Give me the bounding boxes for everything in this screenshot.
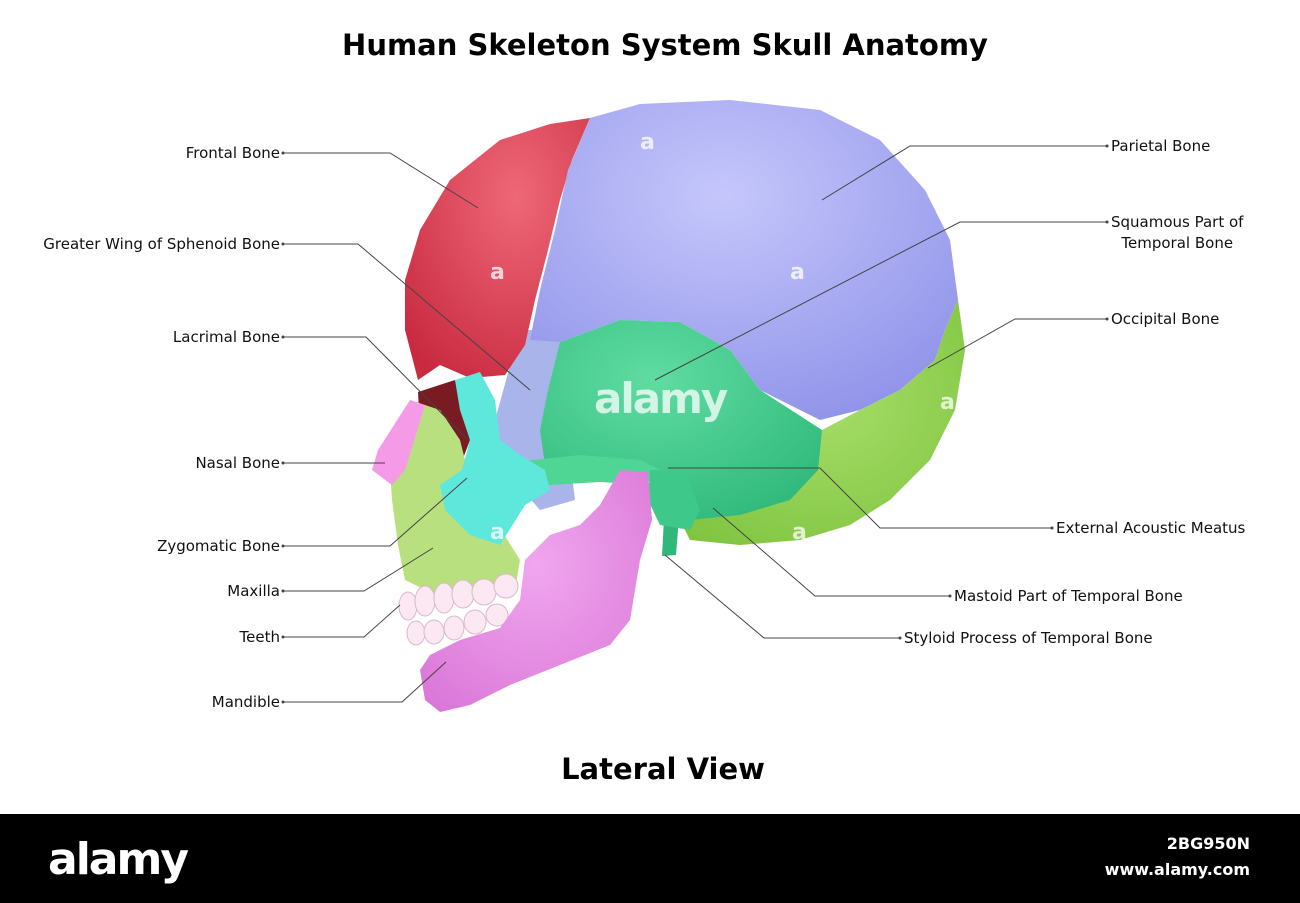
label-mandible: Mandible xyxy=(211,693,280,711)
nasal-bone xyxy=(372,400,425,485)
label-zygomatic-bone: Zygomatic Bone xyxy=(157,537,280,555)
leader-squamous xyxy=(654,221,1107,381)
footer-site: www.alamy.com xyxy=(1104,860,1250,879)
leader-maxilla xyxy=(283,547,434,592)
label-mastoid-temporal: Mastoid Part of Temporal Bone xyxy=(954,587,1183,605)
watermark-small-5: a xyxy=(490,520,505,545)
parietal-bone xyxy=(530,100,958,420)
zygomatic-bone xyxy=(440,372,550,545)
diagram-title: Human Skeleton System Skull Anatomy xyxy=(342,28,988,62)
leader-lines-left xyxy=(283,152,531,703)
frontal-bone xyxy=(405,118,590,380)
watermark-small-3: a xyxy=(790,260,805,285)
watermark-small-1: a xyxy=(640,130,655,155)
label-teeth: Teeth xyxy=(239,628,280,646)
label-occipital-bone: Occipital Bone xyxy=(1111,310,1220,328)
label-styloid-temporal: Styloid Process of Temporal Bone xyxy=(904,629,1153,647)
leader-styloid xyxy=(664,554,900,639)
watermark-center: alamy xyxy=(594,374,728,423)
occipital-bone xyxy=(680,300,965,545)
teeth xyxy=(398,573,519,646)
label-nasal-bone: Nasal Bone xyxy=(195,454,280,472)
view-caption: Lateral View xyxy=(561,752,765,786)
label-parietal-bone: Parietal Bone xyxy=(1111,137,1211,155)
label-external-acoustic-meatus: External Acoustic Meatus xyxy=(1056,519,1246,537)
leader-parietal xyxy=(821,145,1107,201)
leader-acoustic xyxy=(668,467,1052,529)
footer-logo: alamy xyxy=(48,834,189,885)
leader-frontal xyxy=(283,152,479,209)
label-frontal-bone: Frontal Bone xyxy=(185,144,280,162)
label-maxilla: Maxilla xyxy=(227,582,280,600)
temporal-bone xyxy=(540,320,822,520)
label-squamous-temporal: Squamous Part of Temporal Bone xyxy=(1111,213,1244,252)
watermark-footer: alamy 2BG950N www.alamy.com xyxy=(0,814,1300,903)
leader-occipital xyxy=(927,318,1107,369)
leader-sphenoid xyxy=(283,243,531,391)
footer-image-id: 2BG950N xyxy=(1166,834,1250,853)
mandible-bone xyxy=(420,470,652,712)
leader-teeth xyxy=(283,604,401,638)
leader-lines-right xyxy=(654,145,1107,639)
leader-lacrimal xyxy=(283,336,469,441)
label-lacrimal-bone: Lacrimal Bone xyxy=(172,328,280,346)
mastoid-process xyxy=(648,470,700,530)
leader-mastoid xyxy=(712,507,950,597)
watermark-small-2: a xyxy=(490,260,505,285)
leader-dots xyxy=(281,144,1109,704)
label-greater-wing-sphenoid: Greater Wing of Sphenoid Bone xyxy=(43,235,280,253)
watermark-small-4: a xyxy=(940,390,955,415)
watermark-small-6: a xyxy=(792,520,807,545)
leader-zygomatic xyxy=(283,477,468,547)
leader-mandible xyxy=(283,661,447,703)
